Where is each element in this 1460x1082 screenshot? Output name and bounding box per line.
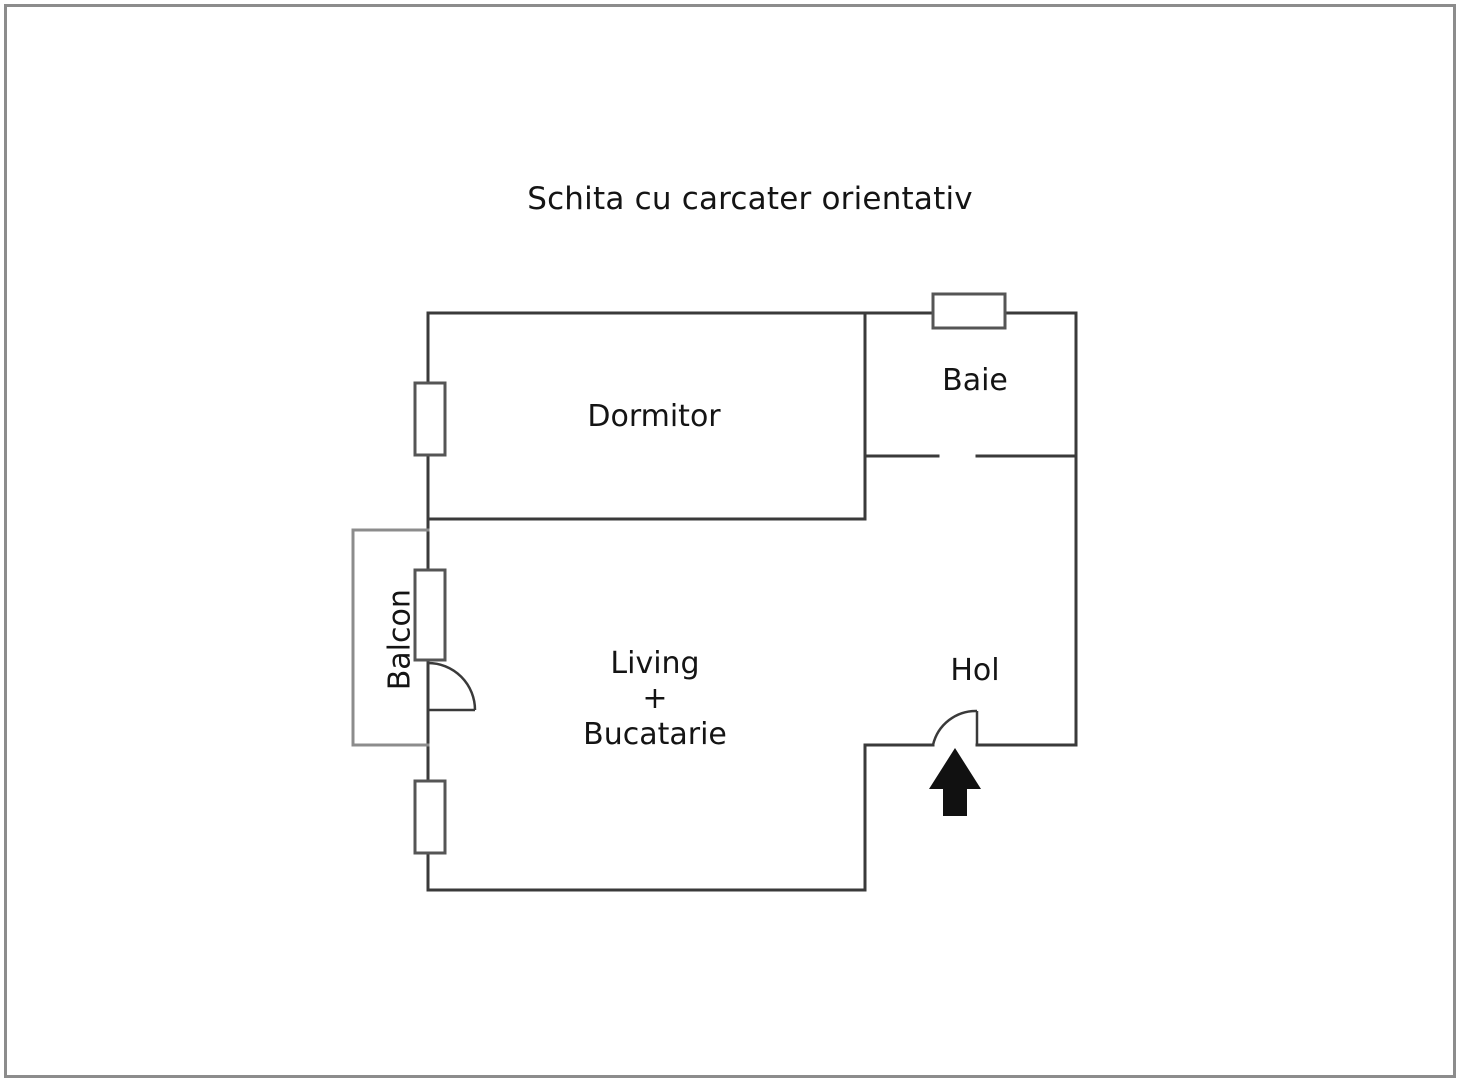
door-entrance-arc <box>931 709 978 746</box>
room-label-living-line3: Bucatarie <box>583 716 727 752</box>
windows <box>413 292 1007 855</box>
door-balcony-arc <box>427 661 477 711</box>
apartment-outer-walls <box>426 311 1078 892</box>
room-label-living-plus: + <box>642 681 668 717</box>
room-label-living-line1: Living <box>610 646 700 681</box>
room-label-baie: Baie <box>942 363 1008 398</box>
page-title: Schita cu carcater orientativ <box>527 181 973 217</box>
interior-partition-walls <box>426 311 1078 521</box>
window-dormitor <box>413 381 447 457</box>
window-living-lower <box>413 779 447 855</box>
room-label-balcon: Balcon <box>382 589 418 691</box>
window-baie <box>931 292 1007 330</box>
entrance-arrow <box>929 748 981 816</box>
room-label-hol: Hol <box>950 653 1000 688</box>
door-entrance <box>931 709 979 746</box>
room-label-dormitor: Dormitor <box>587 399 721 434</box>
balcony-walls <box>351 528 430 747</box>
entrance-arrow-shape <box>929 748 981 816</box>
window-living-upper <box>413 568 447 662</box>
door-balcony <box>427 661 477 712</box>
room-label-living-bucatarie: Living + Bucatarie <box>555 646 755 752</box>
